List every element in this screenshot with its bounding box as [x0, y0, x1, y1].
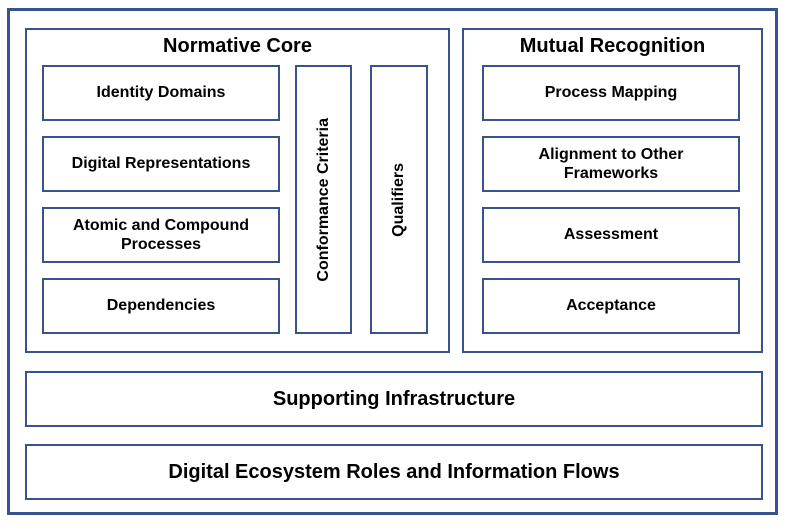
mutual-recognition-group: Mutual Recognition Process Mapping Align…	[462, 28, 763, 353]
box-label: Qualifiers	[390, 162, 407, 237]
box-label: Conformance Criteria	[314, 117, 332, 282]
mutual-recognition-items: Process Mapping Alignment to Other Frame…	[482, 65, 740, 334]
bar-supporting-infrastructure: Supporting Infrastructure	[25, 371, 763, 427]
normative-core-group: Normative Core Identity Domains Digital …	[25, 28, 450, 353]
box-acceptance: Acceptance	[482, 278, 740, 334]
box-atomic-and-compound-processes: Atomic and Compound Processes	[42, 207, 280, 263]
box-label: Identity Domains	[96, 84, 226, 102]
box-alignment-to-other-frameworks: Alignment to Other Frameworks	[482, 136, 740, 192]
box-qualifiers: Qualifiers	[370, 65, 428, 334]
box-conformance-criteria: Conformance Criteria	[295, 65, 352, 334]
bar-label: Digital Ecosystem Roles and Information …	[168, 460, 620, 483]
bar-digital-ecosystem-roles-and-information-flows: Digital Ecosystem Roles and Information …	[25, 444, 763, 500]
box-assessment: Assessment	[482, 207, 740, 263]
normative-core-items: Identity Domains Digital Representations…	[42, 65, 280, 334]
box-digital-representations: Digital Representations	[42, 136, 280, 192]
box-label: Dependencies	[106, 297, 216, 315]
box-label: Alignment to Other Frameworks	[538, 145, 684, 182]
normative-core-title: Normative Core	[163, 35, 312, 57]
box-label: Atomic and Compound Processes	[73, 216, 249, 253]
bar-label: Supporting Infrastructure	[272, 387, 516, 410]
box-process-mapping: Process Mapping	[482, 65, 740, 121]
box-label: Process Mapping	[544, 84, 678, 102]
outer-frame: Normative Core Identity Domains Digital …	[7, 8, 778, 515]
box-dependencies: Dependencies	[42, 278, 280, 334]
box-label: Acceptance	[566, 297, 656, 315]
box-label: Digital Representations	[71, 155, 251, 173]
box-label: Assessment	[563, 226, 659, 244]
box-identity-domains: Identity Domains	[42, 65, 280, 121]
mutual-recognition-title: Mutual Recognition	[519, 35, 706, 57]
